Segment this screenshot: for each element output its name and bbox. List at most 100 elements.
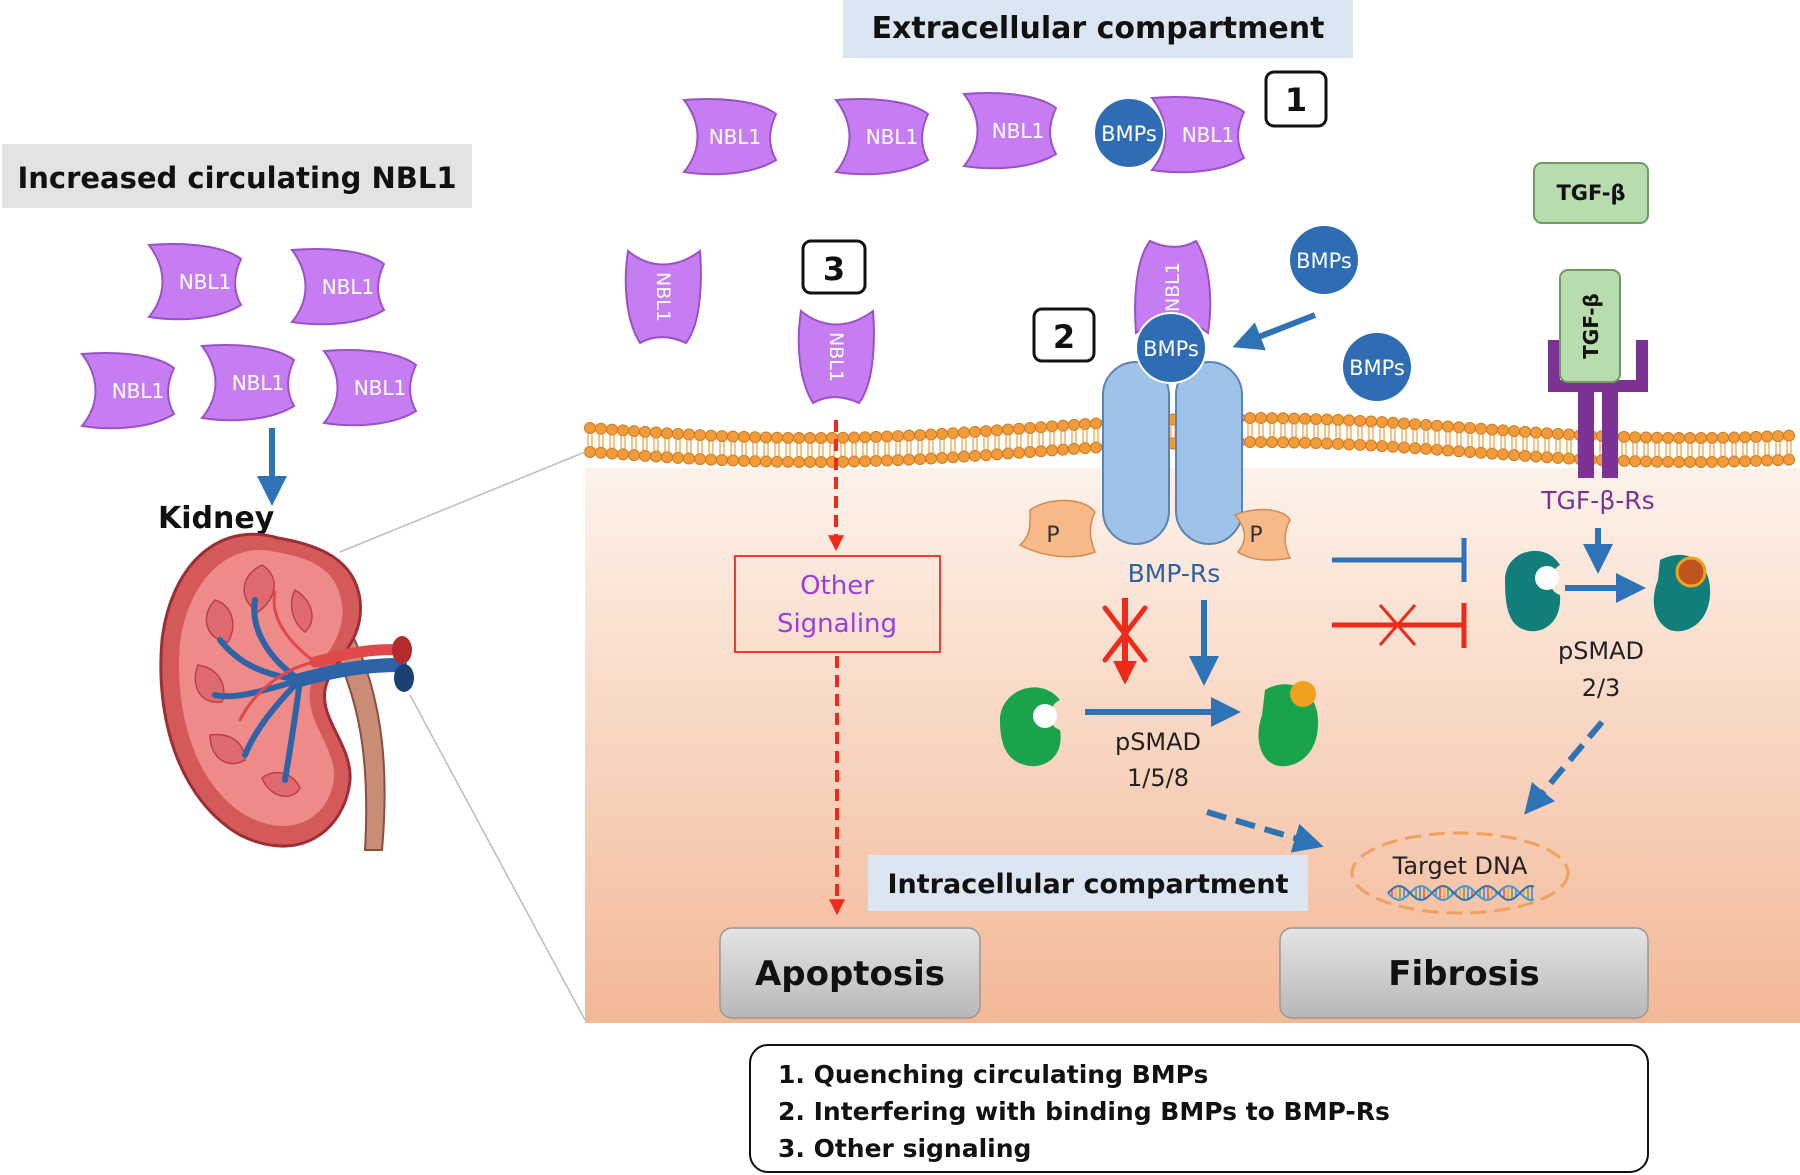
lipid-head: [980, 425, 992, 438]
bmp-molecule: [1093, 97, 1165, 169]
lipid-tail: [730, 448, 736, 456]
lipid-head: [1541, 427, 1553, 440]
lipid-tail: [609, 441, 615, 449]
smad-23-unphosphorylated: [1505, 550, 1561, 632]
nbl1-molecule: NBL1: [1134, 240, 1212, 334]
svg-text:NBL1: NBL1: [825, 332, 847, 382]
lipid-tail: [983, 436, 989, 444]
lipid-tail: [1038, 439, 1044, 447]
lipid-head: [672, 427, 684, 440]
lipid-head: [1266, 412, 1278, 425]
lipid-tail: [1170, 431, 1176, 439]
lipid-head: [661, 427, 673, 440]
lipid-tail: [1412, 429, 1418, 437]
lipid-head: [870, 454, 882, 467]
step-2-box: 2: [1032, 307, 1096, 363]
lipid-head: [771, 431, 783, 444]
lipid-tail: [1324, 424, 1330, 432]
lipid-head: [1442, 444, 1454, 457]
dna-strand: [1387, 885, 1535, 901]
svg-text:1: 1: [1285, 81, 1307, 119]
lipid-head: [1497, 424, 1509, 437]
lipid-tail: [939, 445, 945, 453]
svg-text:NBL1: NBL1: [322, 275, 375, 299]
lipid-tail: [752, 449, 758, 457]
lipid-tail: [840, 442, 846, 450]
lipid-tail: [1753, 448, 1759, 456]
lipid-tail: [1654, 449, 1660, 457]
lipid-tail: [609, 434, 615, 442]
lipid-tail: [917, 447, 923, 455]
lipid-head: [1761, 430, 1773, 443]
lipid-tail: [1511, 443, 1517, 451]
smad-158-unphosphorylated: [1000, 687, 1061, 767]
lipid-head: [1024, 421, 1036, 434]
lipid-head: [1662, 431, 1674, 444]
svg-text:P: P: [1046, 523, 1059, 548]
lipid-head: [1068, 418, 1080, 431]
lipid-tail: [1731, 442, 1737, 450]
lipid-tail: [1456, 439, 1462, 447]
lipid-tail: [1621, 441, 1627, 449]
lipid-head: [1684, 455, 1696, 468]
lipid-tail: [829, 442, 835, 450]
lipid-tail: [1390, 434, 1396, 442]
lipid-head: [694, 429, 706, 442]
lipid-head: [1739, 455, 1751, 468]
lipid-head: [584, 446, 596, 458]
left-header-bg: [2, 144, 472, 208]
lipid-tail: [1742, 449, 1748, 457]
lipid-tail: [1423, 436, 1429, 444]
lipid-tail: [1467, 440, 1473, 448]
lipid-tail: [1500, 442, 1506, 450]
smad-23-to-dna-arrow: [1524, 720, 1605, 815]
tgf-receptor-body: [1548, 340, 1648, 478]
lipid-tail: [1346, 432, 1352, 440]
lipid-head: [1783, 453, 1795, 466]
lipid-tail: [1027, 439, 1033, 447]
lipid-tail: [774, 449, 780, 457]
lipid-head: [859, 455, 871, 468]
lipid-head: [815, 455, 827, 468]
lipid-head: [1002, 423, 1014, 436]
lipid-head: [650, 450, 662, 463]
lipid-tail: [1522, 436, 1528, 444]
intracellular-header: Intracellular compartment: [888, 869, 1289, 900]
lipid-head: [760, 431, 772, 444]
renal-vessels: [212, 590, 407, 783]
lipid-head: [771, 455, 783, 468]
lipid-tail: [950, 438, 956, 446]
lipid-tail: [983, 443, 989, 451]
lipid-head: [991, 448, 1003, 461]
svg-text:NBL1: NBL1: [112, 379, 165, 403]
lipid-head: [1299, 436, 1311, 449]
lipid-tail: [1005, 434, 1011, 442]
lipid-tail: [1346, 425, 1352, 433]
psmad-158-label-1: pSMAD: [1115, 728, 1201, 756]
lipid-tail: [664, 445, 670, 453]
lipid-head: [881, 430, 893, 443]
zoom-line-top: [339, 451, 586, 553]
lipid-head: [683, 452, 695, 465]
nbl1-molecule: NBL1: [201, 344, 295, 422]
lipid-head: [727, 454, 739, 467]
svg-text:Apoptosis: Apoptosis: [755, 954, 945, 994]
lipid-head: [1013, 446, 1025, 459]
lipid-tail: [1720, 442, 1726, 450]
smad-23-phosphorylated: [1653, 554, 1711, 632]
bmp-molecule: [1290, 226, 1358, 294]
lipid-head: [1079, 418, 1091, 431]
lipid-head: [1530, 426, 1542, 439]
nbl1-molecule: NBL1: [683, 98, 777, 176]
lipid-tail: [807, 443, 813, 450]
lipid-head: [1365, 415, 1377, 428]
lipid-tail: [928, 446, 934, 454]
step-1-box: 1: [1264, 70, 1328, 128]
tgf-beta-bound-label: TGF-β: [1579, 293, 1603, 359]
lipid-head: [1035, 421, 1047, 434]
extracellular-molecules: NBL1 NBL1 NBL1 NBL1 BMPs NBL1 NBL1: [624, 92, 1411, 404]
lipid-head: [738, 454, 750, 467]
lipid-head: [1673, 455, 1685, 468]
lipid-head: [650, 426, 662, 439]
